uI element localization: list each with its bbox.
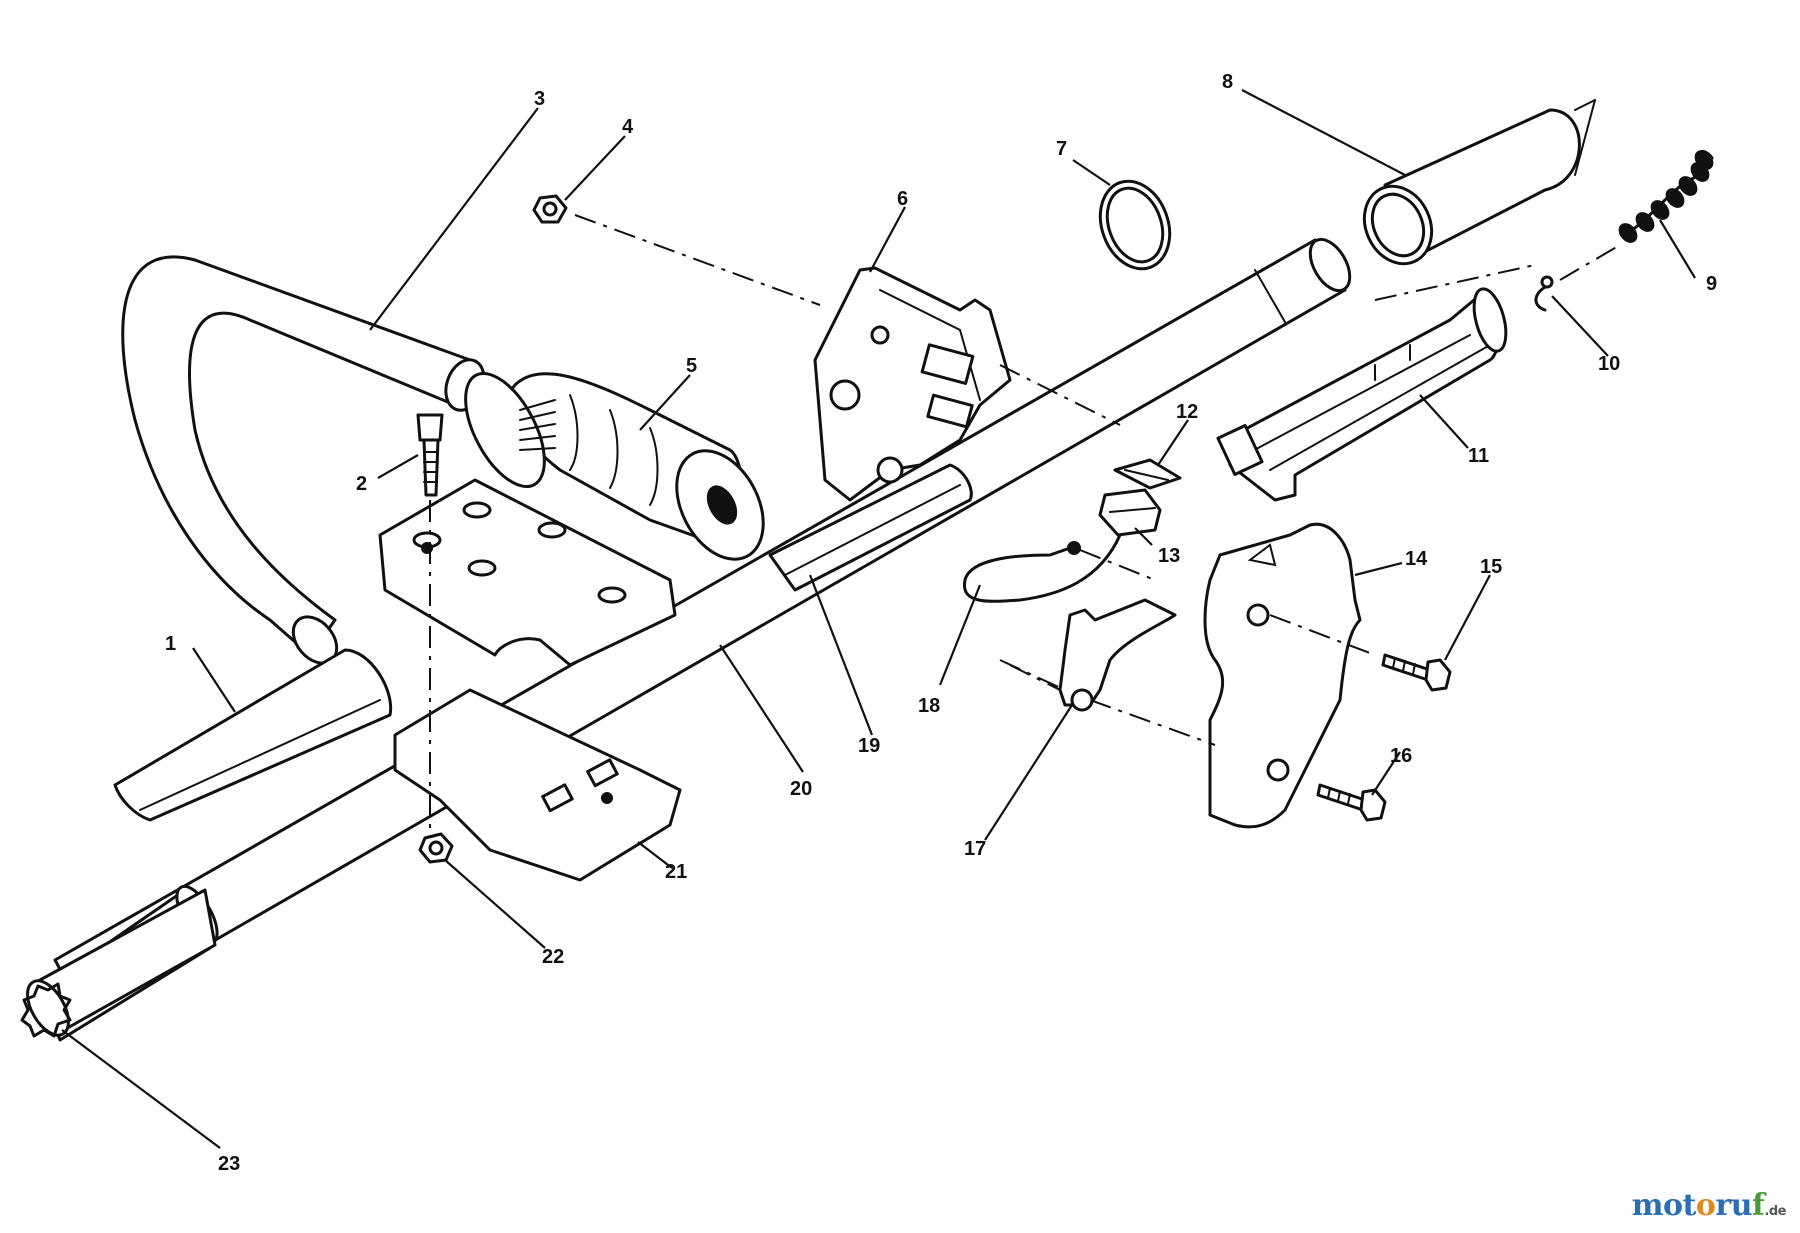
callout-20: 20 [790, 778, 812, 800]
loop-handle [121, 255, 486, 665]
callout-21: 21 [665, 861, 687, 883]
callout-19: 19 [858, 735, 880, 757]
watermark-tld: .de [1764, 1204, 1786, 1219]
callout-1: 1 [165, 633, 176, 655]
callout-7: 7 [1056, 138, 1067, 160]
screw-upper [1381, 653, 1452, 692]
callout-4: 4 [622, 116, 634, 138]
spline-teeth [519, 399, 556, 451]
stop-switch-cap [1113, 458, 1182, 490]
throttle-grip [464, 371, 765, 561]
nut-bottom [418, 832, 454, 864]
retaining-ring [1534, 244, 1621, 312]
shaft-sleeve [1362, 99, 1596, 266]
callout-12: 12 [1176, 401, 1198, 423]
spring [1618, 150, 1714, 243]
callout-14: 14 [1405, 548, 1428, 570]
tube-cover [768, 463, 973, 592]
callout-16: 16 [1390, 745, 1412, 767]
handle-clamp-bottom [393, 688, 682, 882]
callout-2: 2 [356, 473, 367, 495]
watermark-segment: o [1695, 1188, 1716, 1223]
housing-half-left [813, 266, 1121, 502]
watermark-segment: ru [1715, 1188, 1753, 1223]
callout-11: 11 [1468, 445, 1489, 467]
callout-6: 6 [897, 188, 908, 210]
bolt [416, 413, 444, 840]
handle-clamp-top [378, 478, 677, 667]
stop-wire [963, 533, 1156, 603]
watermark-segment: mot [1631, 1188, 1697, 1223]
throttle-trigger [999, 598, 1177, 712]
callout-3: 3 [534, 88, 545, 110]
callout-13: 13 [1158, 545, 1180, 567]
callout-8: 8 [1222, 71, 1233, 93]
callout-17: 17 [964, 838, 986, 860]
callout-15: 15 [1480, 556, 1502, 578]
watermark-segment: f [1752, 1188, 1765, 1223]
nut-top [532, 194, 821, 306]
callout-5: 5 [686, 355, 697, 377]
drive-cable [20, 888, 217, 1038]
callout-labels: 1 2 3 4 5 6 7 8 9 10 11 12 13 14 15 16 1… [165, 71, 1717, 1175]
callout-9: 9 [1706, 273, 1717, 295]
watermark-logo: motoruf.de [1632, 1188, 1787, 1223]
callout-18: 18 [918, 695, 940, 717]
half-shield [113, 648, 393, 822]
callout-10: 10 [1598, 353, 1620, 375]
stop-switch-body [1098, 488, 1162, 537]
callout-22: 22 [542, 946, 564, 968]
o-ring [1098, 179, 1172, 271]
screw-lower [1316, 783, 1387, 822]
leader-lines [61, 89, 1696, 1149]
watermark-text: motoruf [1632, 1188, 1765, 1223]
throttle-slide [1216, 264, 1536, 502]
callout-23: 23 [218, 1153, 240, 1175]
